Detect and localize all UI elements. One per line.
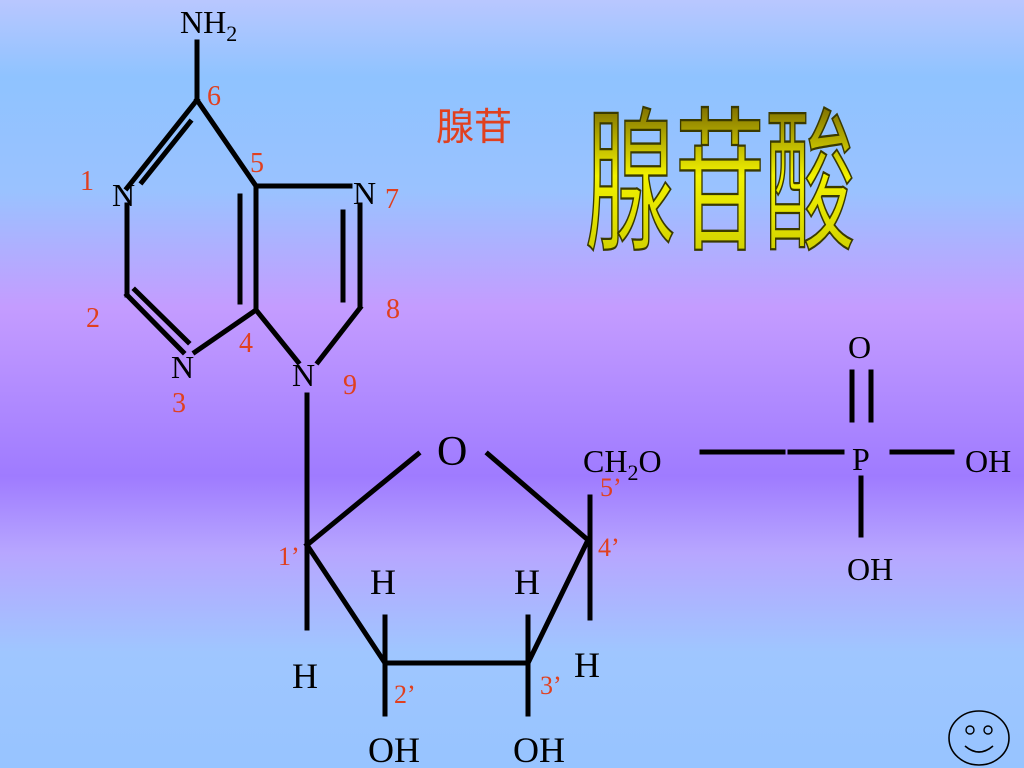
ch2o-label: CH2O	[583, 443, 662, 485]
number-3: 3	[172, 388, 186, 419]
number-2-prime: 2’	[394, 680, 416, 709]
number-4: 4	[239, 328, 253, 359]
bond-c6-n1-double	[138, 118, 194, 186]
atom-h-3p: H	[514, 562, 540, 602]
ring-numbering: 1 2 3 4 5 6 7 8 9 1’ 2’ 3’ 4’ 5’	[80, 81, 622, 709]
bond-c6-n1	[123, 96, 201, 192]
number-9: 9	[343, 370, 357, 401]
atom-ring-o: O	[437, 429, 467, 475]
atom-h-2p: H	[370, 562, 396, 602]
title-wordart: 腺苷酸	[585, 93, 856, 263]
atom-labels: NH2 N N N N O CH2O P O OH OH H H H H OH …	[112, 4, 1011, 768]
number-1-prime: 1’	[278, 542, 300, 571]
nucleoside-label: 腺苷	[436, 105, 513, 149]
atom-oh-2p: OH	[368, 730, 420, 768]
number-3-prime: 3’	[540, 671, 562, 700]
number-8: 8	[386, 294, 400, 325]
atom-h-4p: H	[574, 645, 600, 685]
number-5-prime: 5’	[600, 473, 622, 502]
bond-c1p-o	[303, 450, 422, 549]
bond-c4-n9	[252, 306, 302, 366]
bond-c2-n3	[123, 291, 187, 356]
number-6: 6	[207, 81, 221, 112]
phosphate-bonds	[699, 369, 955, 538]
number-1: 1	[80, 166, 94, 197]
atom-p: P	[852, 441, 870, 477]
smiley-mouth	[964, 745, 994, 753]
bond-c6-c5	[193, 96, 260, 190]
number-4-prime: 4’	[598, 533, 620, 562]
nh2-label: NH2	[180, 4, 237, 46]
bond-c8-n9	[314, 304, 364, 366]
atom-oh-3p: OH	[513, 730, 565, 768]
smiley-face	[948, 710, 1010, 766]
atom-n3: N	[171, 349, 194, 385]
bond-n3-c4	[191, 306, 260, 356]
title-text: 腺苷酸	[585, 94, 855, 263]
bond-o-c4p	[484, 450, 592, 544]
smiley-icon[interactable]	[946, 708, 1012, 768]
smiley-right-eye	[983, 725, 993, 735]
number-7: 7	[385, 184, 399, 215]
ribose-bonds	[303, 450, 593, 717]
atom-n7: N	[353, 175, 376, 211]
bond-c2-n3-double	[131, 286, 192, 346]
atom-h-1p: H	[292, 656, 318, 696]
number-5: 5	[250, 148, 264, 179]
atom-p-o: O	[848, 329, 871, 365]
atom-n1: N	[112, 177, 135, 213]
bond-c1p-c2p	[303, 541, 389, 667]
atom-p-oh-bottom: OH	[847, 551, 893, 587]
bond-c3p-c4p	[524, 536, 592, 667]
atom-n9: N	[292, 357, 315, 393]
smiley-left-eye	[965, 725, 975, 735]
adenine-bonds	[123, 39, 364, 548]
number-2: 2	[86, 303, 100, 334]
atom-p-oh-right: OH	[965, 443, 1011, 479]
